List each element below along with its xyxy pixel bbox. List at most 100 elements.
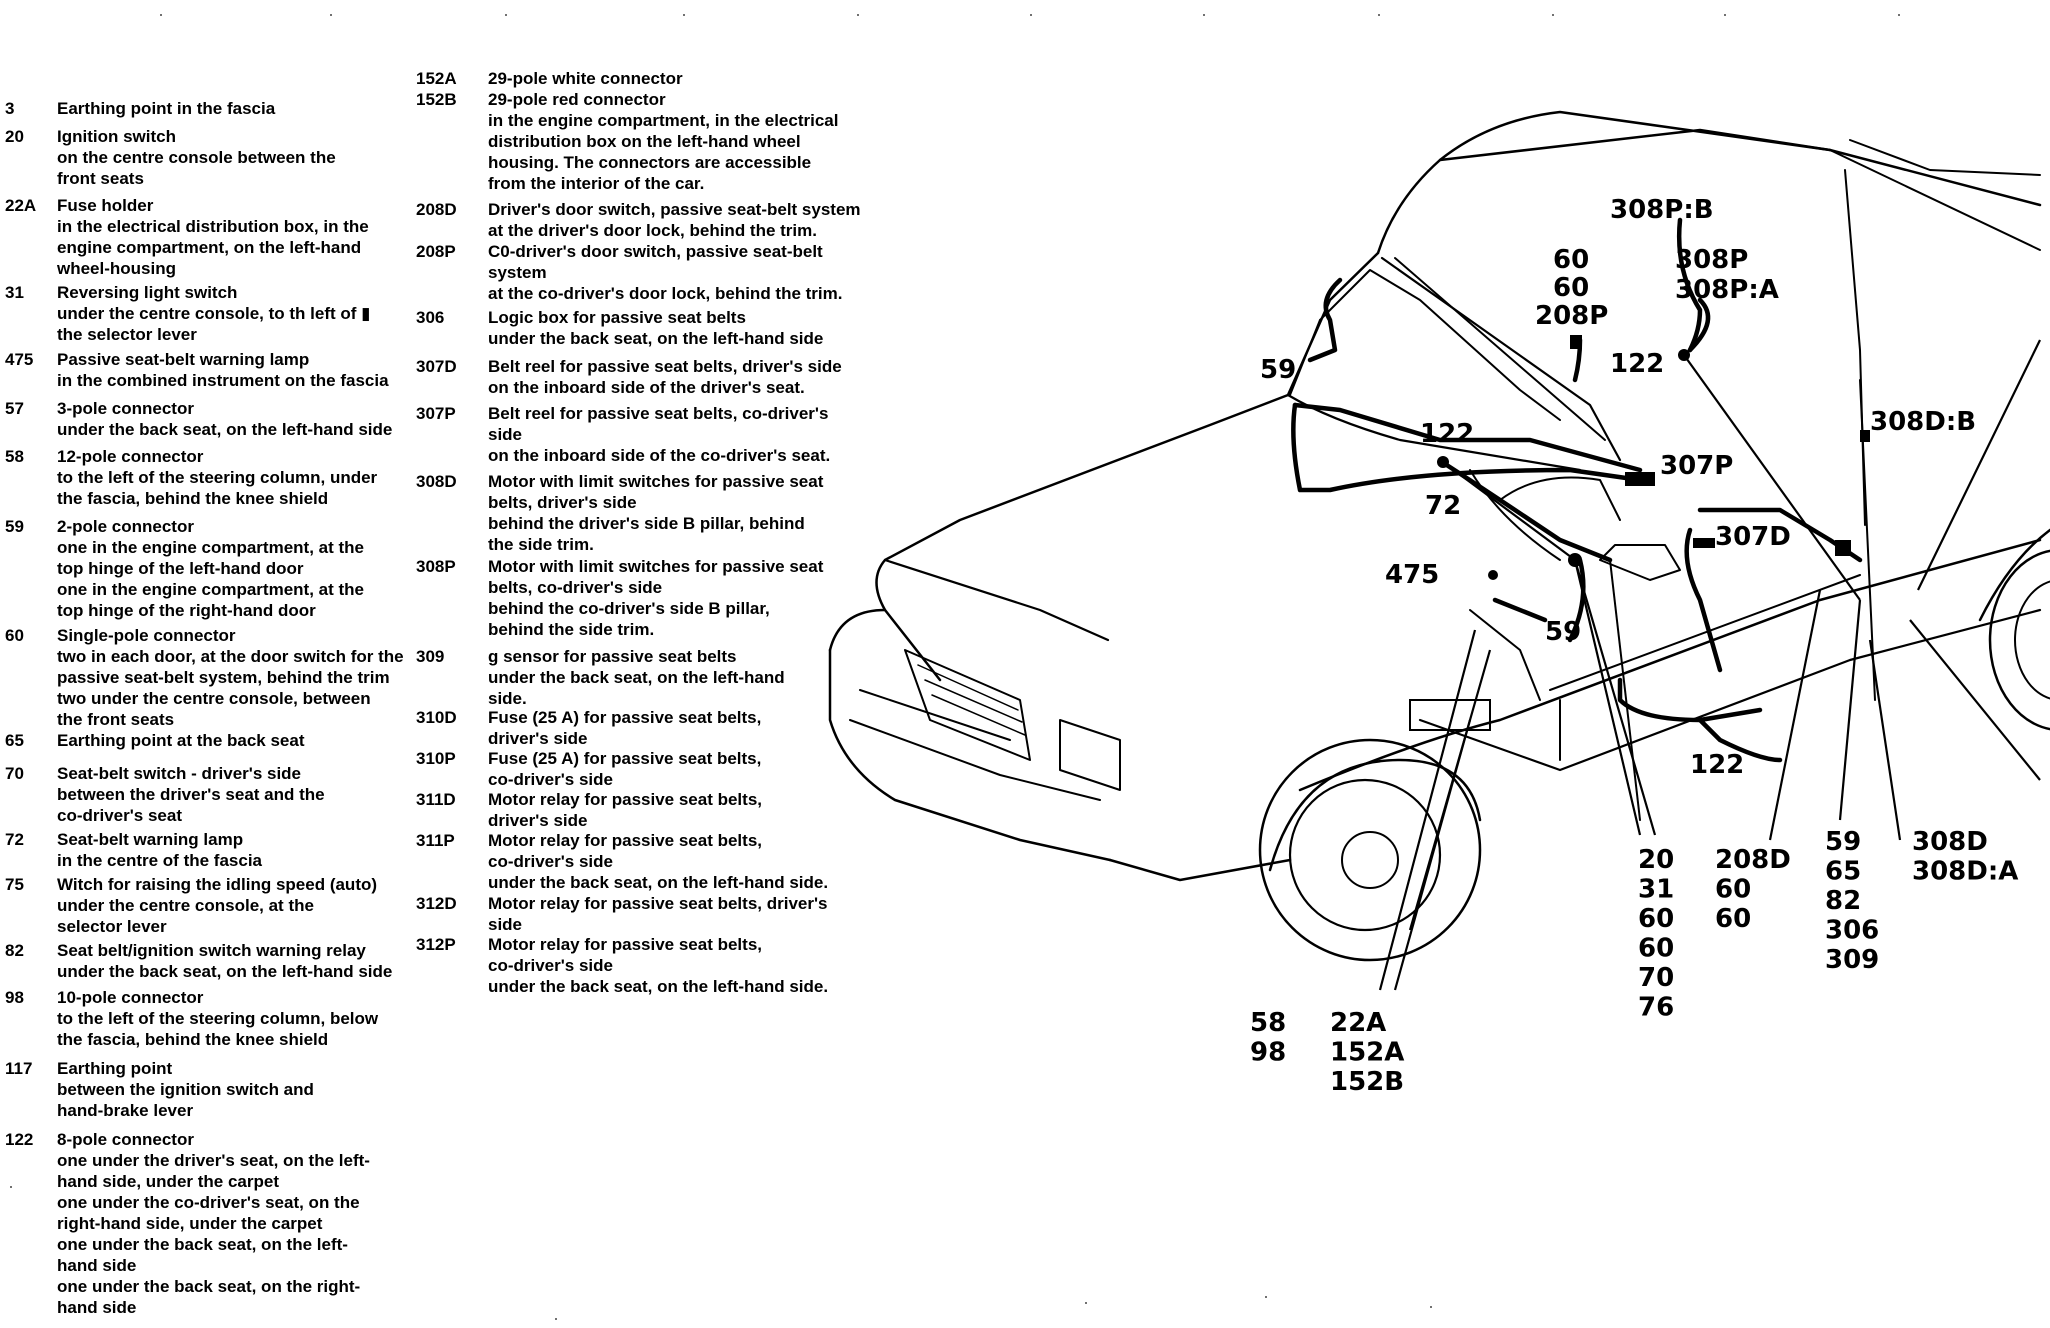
legend-title: Motor relay for passive seat belts, xyxy=(488,935,762,954)
legend-title: Seat-belt switch - driver's side xyxy=(57,764,302,783)
speck xyxy=(683,14,685,16)
legend-code: 58 xyxy=(5,447,24,466)
legend-title: Driver's door switch, passive seat-belt … xyxy=(488,200,861,219)
callout-label: 58 xyxy=(1250,1008,1286,1038)
speck xyxy=(555,1318,557,1320)
label-122-a: 122 xyxy=(1610,349,1664,379)
legend-title: 10-pole connector xyxy=(57,988,204,1007)
callout-label: 308D:A xyxy=(1912,857,2018,887)
callout-label: 60 xyxy=(1715,875,1751,905)
callout-label: 22A xyxy=(1330,1008,1386,1038)
speck xyxy=(505,14,507,16)
legend-code: 98 xyxy=(5,988,24,1007)
legend-description: side xyxy=(488,915,523,934)
legend-title: 29-pole white connector xyxy=(488,69,683,88)
legend-description: co-driver's side xyxy=(488,852,613,871)
callout-label: 309 xyxy=(1825,945,1879,975)
callout-labels: 308P:B 308P 308P:A 60 60 208P 122 59 122… xyxy=(1250,195,2018,1097)
legend-description: co-driver's side xyxy=(488,770,613,789)
speck xyxy=(1265,1296,1267,1298)
legend-description: behind the side trim. xyxy=(488,620,655,639)
label-308d-b: 308D:B xyxy=(1870,407,1976,437)
callout-label: 60 xyxy=(1715,904,1751,934)
speck xyxy=(1378,14,1380,16)
legend-title: Seat-belt warning lamp xyxy=(57,830,244,849)
legend-title: Motor relay for passive seat belts, driv… xyxy=(488,894,828,913)
legend-title: Belt reel for passive seat belts, driver… xyxy=(488,357,842,376)
label-72: 72 xyxy=(1425,491,1461,521)
legend-description: in the centre of the fascia xyxy=(57,851,262,870)
speck xyxy=(1030,14,1032,16)
legend-title: Fuse (25 A) for passive seat belts, xyxy=(488,708,762,727)
legend-code: 20 xyxy=(5,127,24,146)
legend-description: behind the co-driver's side B pillar, xyxy=(488,599,770,618)
legend-item: 208D Driver's door switch, passive seat-b… xyxy=(416,199,861,241)
legend-code: 208D xyxy=(416,200,457,219)
legend-description: in the engine compartment, in the electr… xyxy=(488,111,839,130)
label-122-c: 122 xyxy=(1690,750,1744,780)
legend-description: two in each door, at the door switch for… xyxy=(57,647,404,666)
legend-description: in the combined instrument on the fascia xyxy=(57,371,389,390)
legend-description: one under the driver's seat, on the left… xyxy=(57,1151,370,1170)
legend-description: under the back seat, on the left-hand si… xyxy=(488,873,829,892)
legend-description: distribution box on the left-hand wheel xyxy=(488,132,801,151)
legend-description: under the back seat, on the left-hand si… xyxy=(488,329,824,348)
legend-code: 22A xyxy=(5,196,37,215)
callout-label: 152B xyxy=(1330,1067,1404,1097)
legend-code: 307P xyxy=(416,404,456,423)
speck xyxy=(1430,1306,1432,1308)
legend-code: 152B xyxy=(416,90,457,109)
legend-description: from the interior of the car. xyxy=(488,174,705,193)
legend-title: Logic box for passive seat belts xyxy=(488,308,746,327)
callout-label: 152A xyxy=(1330,1038,1404,1068)
legend-item: 312D Motor relay for passive seat belts, … xyxy=(416,893,828,935)
legend-description: belts, driver's side xyxy=(488,493,637,512)
speck xyxy=(857,14,859,16)
legend-title: Seat belt/ignition switch warning relay xyxy=(57,941,366,960)
speck xyxy=(1085,1302,1087,1304)
legend-code: 475 xyxy=(5,350,34,369)
legend-description: side. xyxy=(488,689,527,708)
legend-title: Single-pole connector xyxy=(57,626,236,645)
legend-code: 310P xyxy=(416,749,456,768)
leader-lines xyxy=(1378,339,2041,991)
legend-code: 312D xyxy=(416,894,457,913)
legend-code: 152A xyxy=(416,69,457,88)
legend-description: one under the back seat, on the right- xyxy=(57,1277,361,1296)
legend-title: Earthing point xyxy=(57,1059,173,1078)
legend-title: Witch for raising the idling speed (auto… xyxy=(57,875,378,894)
legend-title: Fuse (25 A) for passive seat belts, xyxy=(488,749,762,768)
legend-code: 308D xyxy=(416,472,457,491)
legend-title: 12-pole connector xyxy=(57,447,204,466)
legend-description: between the ignition switch and xyxy=(57,1080,314,1099)
legend-description: under the back seat, on the left-hand si… xyxy=(57,420,393,439)
callout-label: 82 xyxy=(1825,886,1861,916)
car-body-outline xyxy=(828,110,2050,962)
legend-description: under the centre console, to th left of … xyxy=(57,304,371,323)
label-308p-b: 308P:B xyxy=(1610,195,1714,225)
label-60-a: 60 xyxy=(1553,245,1589,275)
callout-label: 208D xyxy=(1715,845,1791,875)
legend-description: housing. The connectors are accessible xyxy=(488,153,812,172)
label-60-b: 60 xyxy=(1553,273,1589,303)
legend-title: 2-pole connector xyxy=(57,517,194,536)
label-308p: 308P xyxy=(1675,245,1748,275)
label-208p: 208P xyxy=(1535,301,1608,331)
callout-label: 65 xyxy=(1825,857,1861,887)
label-307p: 307P xyxy=(1660,451,1733,481)
legend-description: under the back seat, on the left-hand si… xyxy=(57,962,393,981)
legend-title: Fuse holder xyxy=(57,196,154,215)
legend-description: hand side, under the carpet xyxy=(57,1172,279,1191)
